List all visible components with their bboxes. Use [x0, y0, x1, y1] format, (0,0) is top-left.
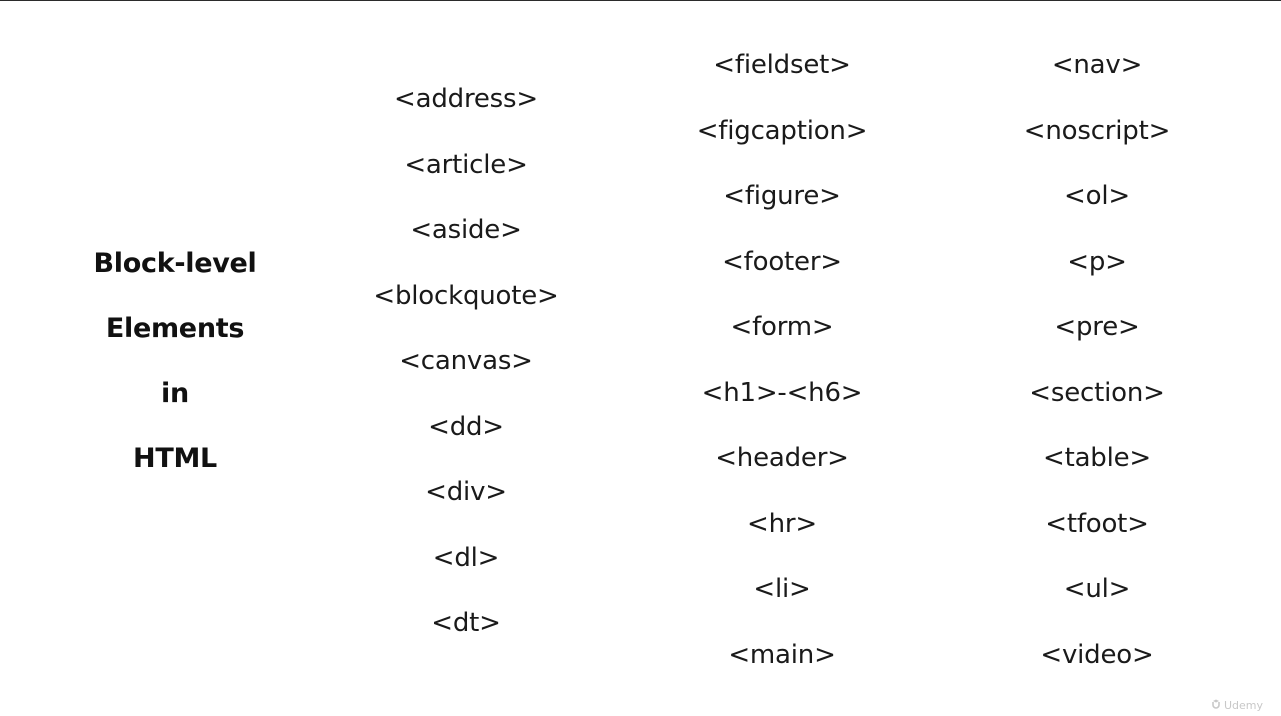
- element-tag: <li>: [753, 574, 811, 604]
- element-tag: <h1>-<h6>: [701, 377, 863, 408]
- title-line: in: [161, 378, 189, 409]
- element-tag: <dl>: [432, 542, 500, 573]
- element-tag: <blockquote>: [373, 280, 559, 311]
- element-tag: <div>: [425, 477, 507, 507]
- element-tag: <form>: [730, 312, 834, 342]
- element-tag: <ul>: [1063, 574, 1131, 604]
- element-column-1: <address> <article> <aside> <blockquote>…: [316, 67, 616, 657]
- element-tag: <dd>: [428, 411, 504, 442]
- title-line: HTML: [133, 443, 217, 474]
- element-tag: <canvas>: [399, 346, 533, 376]
- element-tag: <article>: [404, 149, 528, 180]
- udemy-watermark: Udemy: [1211, 699, 1263, 712]
- element-tag: <pre>: [1054, 312, 1140, 342]
- element-tag: <header>: [715, 443, 849, 473]
- element-tag: <ol>: [1064, 181, 1130, 211]
- title-line: Elements: [105, 313, 245, 344]
- element-tag: <section>: [1029, 377, 1165, 408]
- element-tag: <figure>: [723, 181, 841, 211]
- title-line: Block-level: [93, 248, 257, 279]
- element-tag: <p>: [1067, 246, 1127, 277]
- element-column-2: <fieldset> <figcaption> <figure> <footer…: [632, 33, 932, 688]
- element-tag: <nav>: [1051, 50, 1143, 80]
- element-tag: <fieldset>: [713, 50, 851, 80]
- element-tag: <video>: [1040, 639, 1154, 670]
- element-tag: <hr>: [747, 508, 817, 539]
- element-tag: <figcaption>: [696, 115, 868, 146]
- element-column-3: <nav> <noscript> <ol> <p> <pre> <section…: [947, 33, 1247, 688]
- slide-title: Block-level Elements in HTML: [60, 231, 290, 491]
- udemy-logo-icon: [1211, 699, 1221, 712]
- element-tag: <tfoot>: [1045, 508, 1149, 539]
- element-tag: <noscript>: [1023, 115, 1171, 146]
- element-tag: <address>: [394, 84, 538, 114]
- element-tag: <aside>: [410, 215, 522, 245]
- element-tag: <dt>: [431, 608, 501, 638]
- watermark-text: Udemy: [1223, 699, 1263, 712]
- element-tag: <table>: [1042, 443, 1152, 473]
- element-tag: <footer>: [722, 246, 842, 277]
- element-tag: <main>: [728, 639, 836, 670]
